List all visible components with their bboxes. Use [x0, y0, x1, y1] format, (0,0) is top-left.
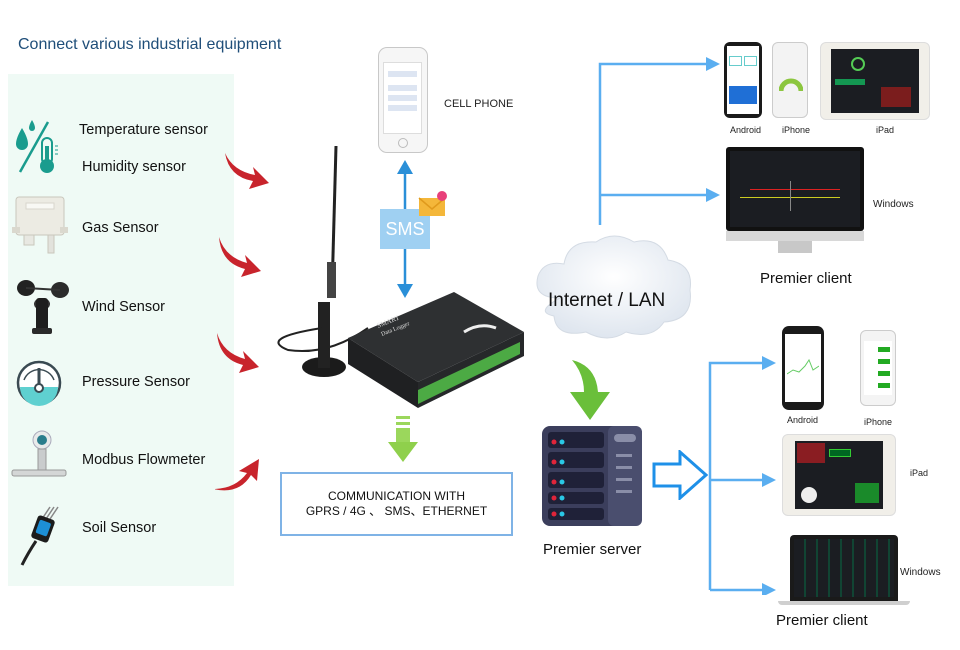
monitor-chin [726, 231, 864, 241]
top-ipad-label: iPad [876, 125, 895, 135]
bottom-connector-lines [708, 356, 776, 595]
bottom-premier-client-label: Premier client [776, 612, 868, 629]
cell-phone-image [378, 47, 428, 153]
top-iphone-image [772, 42, 808, 118]
home-button [398, 138, 408, 148]
top-desktop-monitor-image [726, 147, 864, 231]
top-android-label: Android [730, 125, 762, 135]
sensor-label-gas: Gas Sensor [82, 220, 159, 236]
communication-line-1: COMMUNICATION WITH [327, 489, 466, 503]
top-windows-label: Windows [873, 199, 914, 210]
sensor-label-pressure: Pressure Sensor [82, 374, 190, 390]
bottom-laptop-image [790, 535, 898, 601]
hollow-right-arrow [652, 450, 708, 500]
sensor-label-soil: Soil Sensor [82, 520, 157, 536]
sensor-label-temperature: Temperature sensor [79, 122, 208, 138]
cloud-icon [536, 235, 692, 339]
red-arrows-group [215, 153, 269, 491]
bottom-android-phone-image [782, 326, 824, 410]
top-ipad-image [820, 42, 930, 120]
red-arrow-4 [215, 459, 259, 491]
red-arrow-3 [217, 333, 259, 373]
data-logger-device: SMART Data Logger [277, 145, 524, 408]
communication-box: COMMUNICATION WITH GPRS / 4G 、 SMS、ETHER… [280, 472, 513, 536]
flowmeter-icon [11, 430, 67, 477]
bottom-iphone-label: iPhone [864, 417, 893, 427]
pressure-gauge-icon [16, 360, 62, 406]
soil-probe-icon [20, 506, 59, 566]
thermometer-humidity-icon [16, 120, 58, 173]
cell-phone-label: CELL PHONE [444, 98, 514, 110]
top-iphone-label: iPhone [782, 125, 811, 135]
top-premier-client-label: Premier client [760, 270, 852, 287]
gas-sensor-icon [12, 196, 68, 254]
green-curved-arrow [570, 360, 610, 420]
communication-line-2: GPRS / 4G 、 SMS、ETHERNET [305, 504, 488, 518]
bottom-ipad-label: iPad [910, 468, 929, 478]
green-down-arrow [388, 416, 418, 462]
server-icon [542, 426, 642, 526]
red-arrow-2 [219, 237, 261, 277]
top-connector-lines [598, 57, 720, 225]
anemometer-icon [17, 280, 69, 334]
mail-notification-icon [418, 191, 447, 216]
bottom-ipad-image [782, 434, 896, 516]
diagram-title: Connect various industrial equipment [18, 36, 282, 53]
laptop-base [778, 601, 910, 605]
server-label: Premier server [543, 541, 642, 558]
sensor-label-humidity: Humidity sensor [82, 159, 186, 175]
cloud-label: Internet / LAN [548, 290, 666, 311]
sensor-label-wind: Wind Sensor [82, 299, 166, 315]
red-arrow-1 [225, 153, 269, 189]
phone-screen [383, 62, 422, 134]
bottom-windows-label: Windows [900, 567, 941, 578]
top-android-phone-image [724, 42, 762, 118]
sensor-label-flowmeter: Modbus Flowmeter [82, 452, 206, 468]
bottom-iphone-image [860, 330, 896, 406]
monitor-stand [778, 241, 812, 253]
bottom-android-label: Android [787, 415, 819, 425]
